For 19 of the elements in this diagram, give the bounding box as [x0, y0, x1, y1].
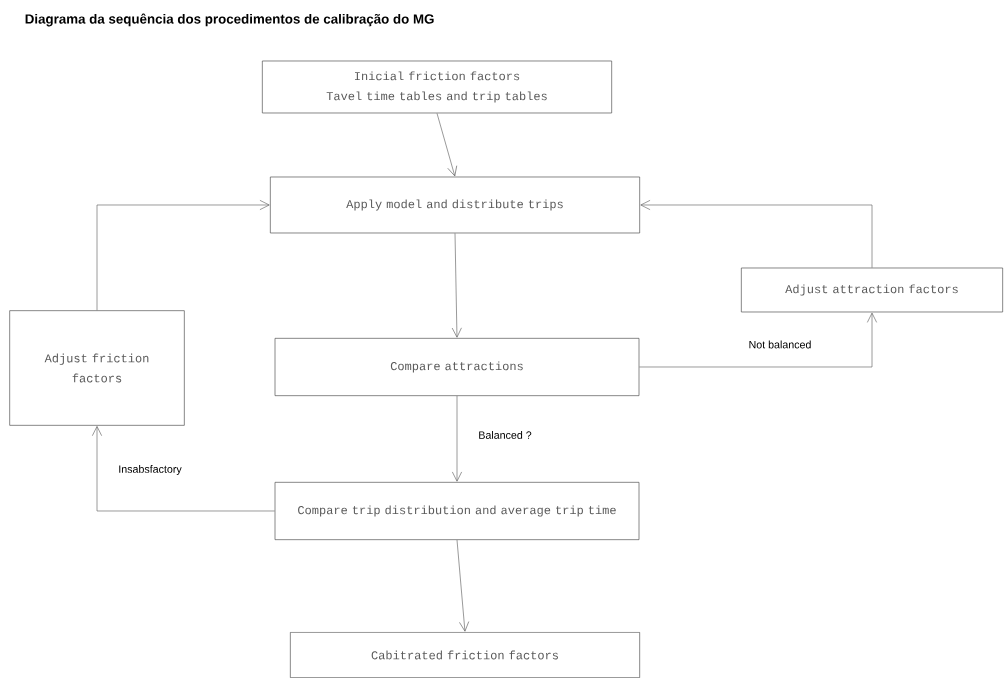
process-box: Adjust friction factors — [9, 310, 185, 426]
process-box: Adjust attraction factors — [741, 267, 1003, 313]
arrow — [96, 200, 270, 311]
arrow — [451, 233, 462, 338]
edge-label: Not balanced — [749, 340, 811, 349]
process-box: Apply model and distribute trips — [270, 176, 640, 234]
process-box: Compare attractions — [274, 338, 640, 396]
arrow — [436, 113, 458, 177]
edge-label: Insabsfactory — [119, 465, 182, 475]
arrow — [92, 426, 275, 512]
edge-label: Balanced ? — [479, 431, 532, 439]
process-box: Inicial friction factors Tavel time tables and trip tables — [262, 60, 612, 114]
arrow — [452, 395, 462, 482]
process-box: Cabitrated friction factors — [290, 632, 640, 678]
arrow — [640, 200, 873, 268]
arrow — [639, 312, 877, 368]
process-box: Compare trip distribution and average trip time — [274, 482, 640, 540]
title: Diagrama da sequência dos procedimentos de calibração do MG — [25, 13, 434, 27]
arrow — [456, 539, 470, 632]
